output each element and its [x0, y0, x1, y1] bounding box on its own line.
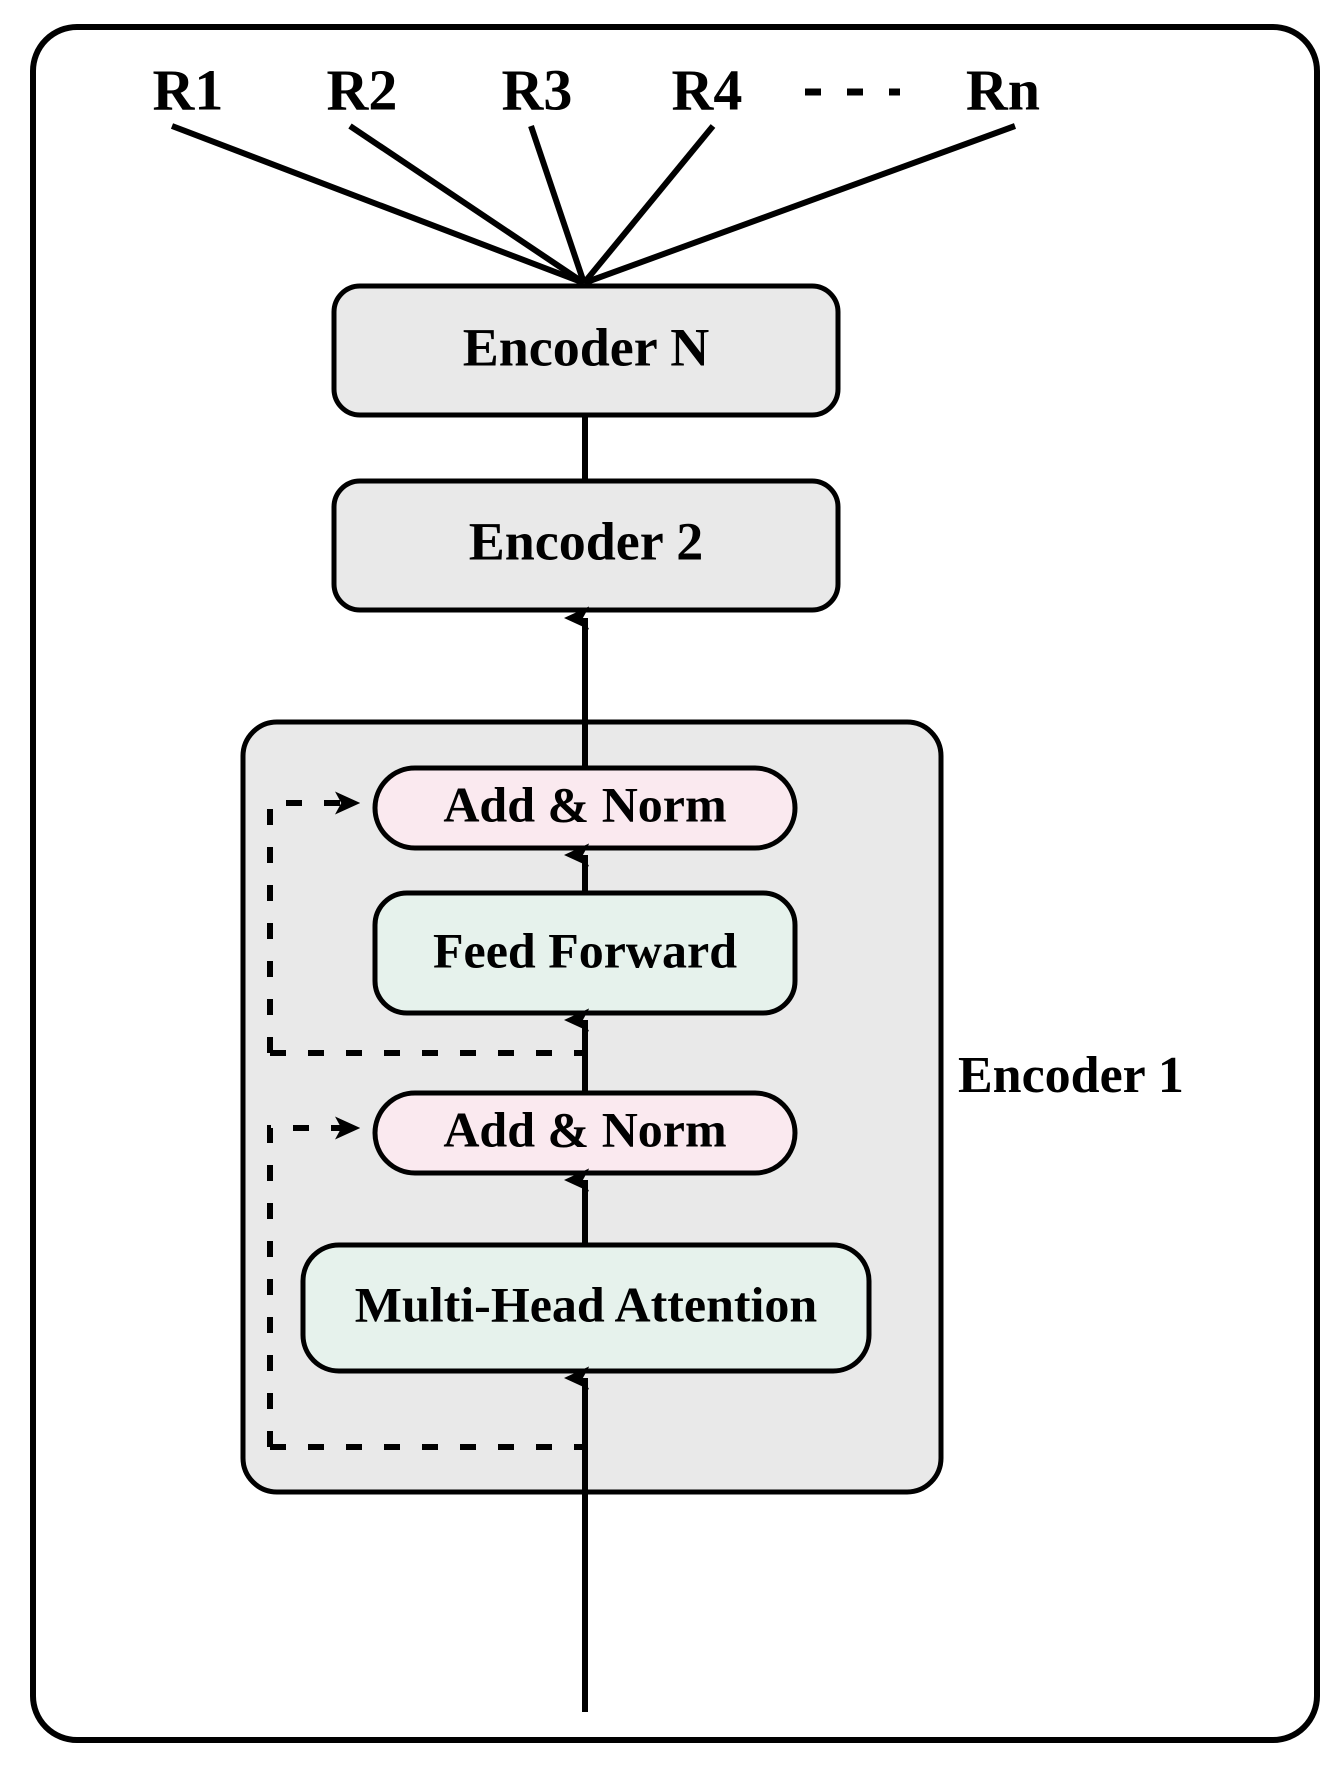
fan-line-r3: [528, 125, 587, 284]
input-label-rn: Rn: [966, 57, 1040, 122]
add-norm-2-label: Add & Norm: [443, 776, 726, 832]
figure-frame: [30, 24, 1320, 1743]
residual-attention-path: [267, 1116, 361, 1447]
encoder-2-label: Encoder 2: [469, 511, 704, 571]
feed-forward-label: Feed Forward: [433, 922, 737, 978]
encoder-n-label: Encoder N: [463, 317, 710, 377]
fan-line-r4: [581, 124, 716, 285]
input-label-r3: R3: [502, 57, 573, 122]
encoder-1-label: Encoder 1: [958, 1047, 1184, 1104]
add-norm-1-label: Add & Norm: [443, 1101, 726, 1157]
input-label-r1: R1: [153, 57, 224, 122]
multi-head-attention-label: Multi-Head Attention: [355, 1276, 818, 1332]
fan-line-r1: [170, 123, 586, 286]
residual-ffn-path: [267, 791, 361, 1053]
input-label-r4: R4: [672, 57, 743, 122]
fan-line-rn: [582, 123, 1017, 286]
input-label-r2: R2: [327, 57, 398, 122]
fan-line-r2: [348, 123, 586, 286]
